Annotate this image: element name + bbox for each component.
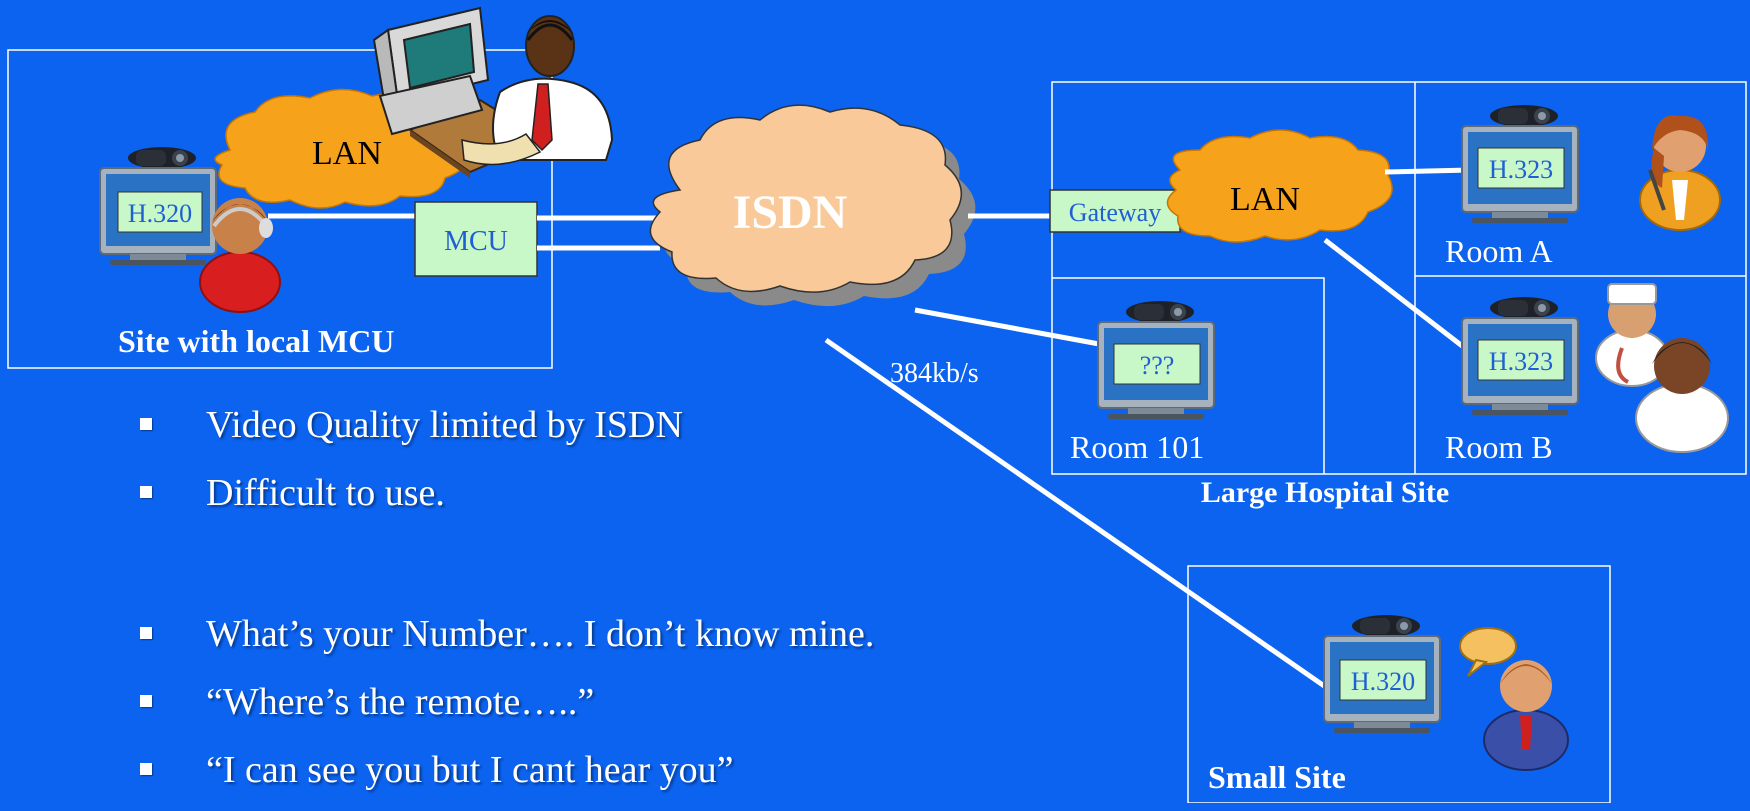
nurse-icon [1639, 115, 1721, 231]
bullet-marker [140, 486, 152, 498]
roomA-terminal: H.323 [1461, 104, 1579, 224]
bullet-item: “I can see you but I cant hear you” [130, 743, 874, 811]
bullet-marker [140, 695, 152, 707]
bullet-marker [140, 418, 152, 430]
left-terminal-label: H.320 [128, 199, 192, 228]
isdn-small-site-link [824, 337, 1332, 693]
bullet-text: “I can see you but I cant hear you” [206, 749, 734, 791]
roomB-name: Room B [1445, 429, 1553, 465]
hospital-lan-cloud: LAN [1166, 129, 1393, 243]
bullet-item: What’s your Number…. I don’t know mine. [130, 607, 874, 675]
bullet-item: Video Quality limited by ISDN [130, 398, 683, 466]
bullet-list-top: Video Quality limited by ISDN Difficult … [130, 398, 683, 534]
bullet-item: Difficult to use. [130, 466, 683, 534]
bullet-text: “Where’s the remote…..” [206, 681, 595, 723]
left-site-title: Site with local MCU [118, 323, 394, 359]
computer-user-illustration [372, 6, 614, 178]
isdn-cloud: ISDN [649, 104, 976, 307]
lan-roomA-link [1384, 167, 1471, 175]
mcu-box: MCU [414, 201, 538, 277]
roomA-terminal-label: H.323 [1489, 155, 1553, 184]
small-site-title: Small Site [1208, 759, 1346, 795]
bullet-marker [140, 627, 152, 639]
gateway-box: Gateway [1049, 189, 1181, 233]
left-lan-label: LAN [312, 135, 382, 172]
speaking-person-icon [1459, 627, 1569, 771]
isdn-room101-link [914, 307, 1111, 349]
lan-roomB-link [1323, 238, 1472, 354]
isdn-label: ISDN [733, 186, 848, 239]
room101-terminal: ??? [1097, 300, 1215, 420]
room101-border [1052, 277, 1325, 474]
small-site-box [1187, 565, 1611, 803]
roomB-terminal-label: H.323 [1489, 347, 1553, 376]
mcu-label: MCU [444, 226, 508, 257]
hospital-title: Large Hospital Site [1201, 476, 1449, 509]
roomA-name: Room A [1445, 233, 1553, 269]
doctors-icon [1595, 283, 1729, 453]
roomB-terminal: H.323 [1461, 296, 1579, 416]
bullet-marker [140, 763, 152, 775]
small-site-terminal: H.320 [1323, 614, 1441, 734]
room101-name: Room 101 [1070, 429, 1204, 465]
bullet-text: Difficult to use. [206, 472, 445, 514]
gateway-label: Gateway [1069, 198, 1161, 227]
bullet-text: Video Quality limited by ISDN [206, 404, 683, 446]
link-speed-label: 384kb/s [890, 358, 979, 389]
bullet-list-bottom: What’s your Number…. I don’t know mine. … [130, 607, 874, 811]
hospital-lan-label: LAN [1230, 181, 1300, 218]
bullet-item: “Where’s the remote…..” [130, 675, 874, 743]
bullet-text: What’s your Number…. I don’t know mine. [206, 613, 875, 655]
left-terminal: H.320 [99, 146, 217, 266]
left-site-box [7, 49, 553, 369]
small-site-terminal-label: H.320 [1351, 667, 1415, 696]
room101-terminal-label: ??? [1140, 351, 1175, 380]
